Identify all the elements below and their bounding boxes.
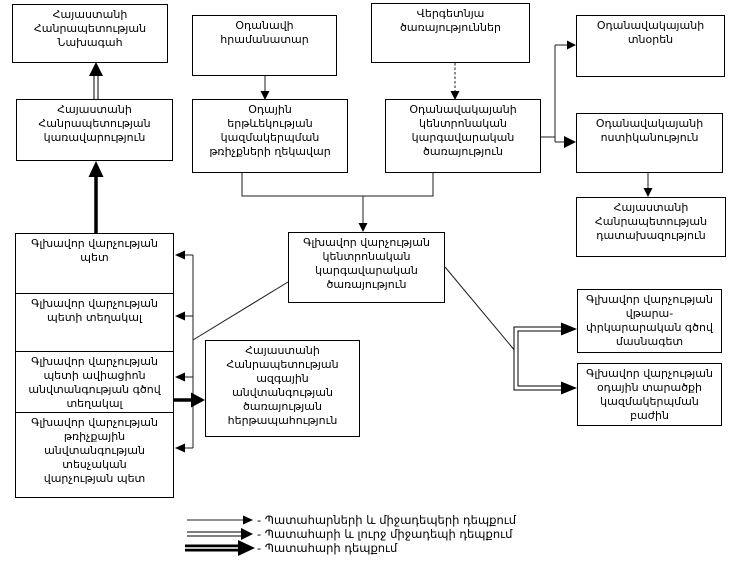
- legend-arrow-medium: [187, 528, 253, 540]
- arrow-ground-services-to-airport-dispatch: [450, 63, 460, 100]
- arrow-government-to-president: [89, 62, 103, 99]
- legend-arrow-thick: [185, 540, 255, 556]
- node-gd-chief: Գլխավոր վարչության պետ: [15, 233, 174, 294]
- node-government: Հայաստանի Հանրապետության կառավարություն: [16, 99, 173, 161]
- legend-arrow-thin: [187, 515, 253, 525]
- node-prosecutor: Հայաստանի Հանրապետության դատախազություն: [576, 197, 726, 257]
- node-gd-airspace-division: Գլխավոր վարչության օդային տարածքի կազմակ…: [577, 363, 722, 426]
- connector-airport-dispatch-to-director-and-police: [541, 40, 576, 148]
- arrow-commander-to-flight-manager: [260, 76, 270, 100]
- node-airport-police: Օդանավակայանի ոստիկանություն: [576, 113, 723, 173]
- node-president: Հայաստանի Հանրապետության Նախագահ: [12, 4, 168, 63]
- node-gd-rescue-specialist: Գլխավոր վարչության վթարա- փրկարարական գծ…: [577, 289, 722, 353]
- legend-item-accident-serious-incident: - Պատահարի և լուրջ միջադեպի դեպքում: [257, 527, 513, 541]
- legend-item-accidents-incidents: - Պատահարների և միջադեպերի դեպքում: [257, 513, 517, 527]
- arrow-aviation-security-deputy-to-nss-duty: [174, 392, 205, 408]
- node-main-dispatch: Գլխավոր վարչության կենտրոնական կարգավարա…: [288, 232, 445, 303]
- node-nss-duty: Հայաստանի Հանրապետության ազգային անվտանգ…: [205, 340, 360, 437]
- connector-main-dispatch-to-rescue-and-airspace: [444, 266, 577, 395]
- node-airport-director: Օդանավակայանի տնօրեն: [576, 15, 725, 77]
- node-gd-flight-safety-inspection-head: Գլխավոր վարչության թռիչքային անվտանգությ…: [15, 412, 174, 498]
- node-atc-flight-manager: Օդային երթևեկության կազմակերպման թռիչքնե…: [192, 99, 348, 173]
- node-gd-aviation-security-deputy: Գլխավոր վարչության պետի ավիացիոն անվտանգ…: [15, 351, 174, 413]
- node-gd-deputy-chief: Գլխավոր վարչության պետի տեղակալ: [15, 293, 174, 352]
- legend-item-accident: - Պատահարի դեպքում: [257, 541, 398, 555]
- connector-to-main-dispatch: [241, 173, 434, 232]
- node-airport-dispatch: Օդանավակայանի կենտրոնական կարգավարական ծ…: [385, 99, 541, 173]
- arrow-police-to-prosecutor: [643, 173, 653, 197]
- node-ground-services: Վերգետնյա ծառայություններ: [371, 3, 530, 63]
- node-aircraft-commander: Օդանավի հրամանատար: [192, 15, 337, 76]
- arrow-gd-chief-to-government: [88, 161, 104, 233]
